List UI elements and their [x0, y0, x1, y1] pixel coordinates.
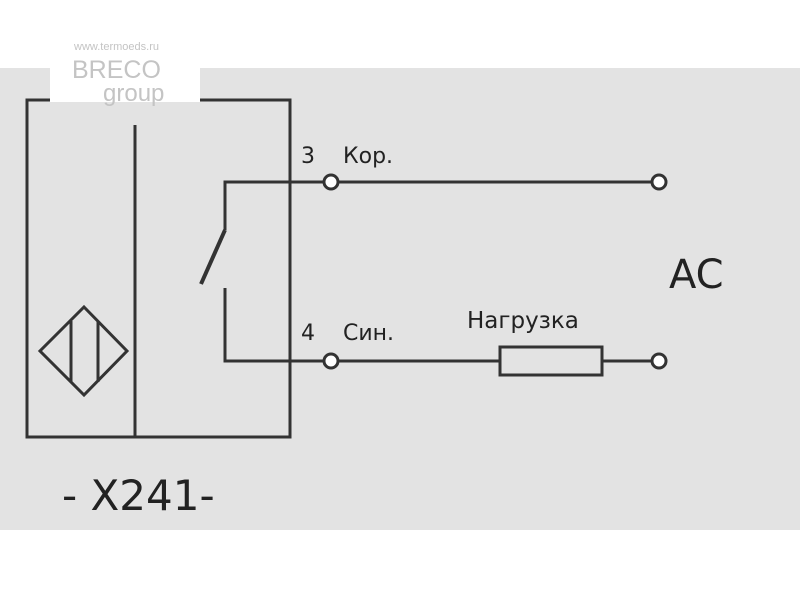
supply-terminal-top-circle [650, 173, 668, 191]
watermark-url: www.termoeds.ru [73, 41, 159, 53]
diagram-panel [0, 68, 800, 530]
watermark-brand-line2: group [103, 80, 164, 107]
terminal-3-circle [322, 173, 340, 191]
watermark-brand-line1: BRECO [72, 56, 161, 84]
sensor-body-outline [25, 98, 292, 439]
load-label: Нагрузка [467, 308, 579, 334]
supply-terminal-bottom-circle [650, 352, 668, 370]
terminal-4-number: 4 [301, 321, 315, 346]
watermark-backdrop [50, 30, 200, 102]
supply-label: AC [669, 252, 724, 298]
switch-contact-icon [199, 180, 331, 363]
terminal-4-label: Син. [343, 321, 394, 346]
terminal-3-label: Кор. [343, 144, 393, 169]
inductive-sensor-icon [37, 304, 130, 398]
terminal-3-number: 3 [301, 144, 315, 169]
model-label: - X241- [62, 471, 215, 520]
terminal-4-circle [322, 352, 340, 370]
